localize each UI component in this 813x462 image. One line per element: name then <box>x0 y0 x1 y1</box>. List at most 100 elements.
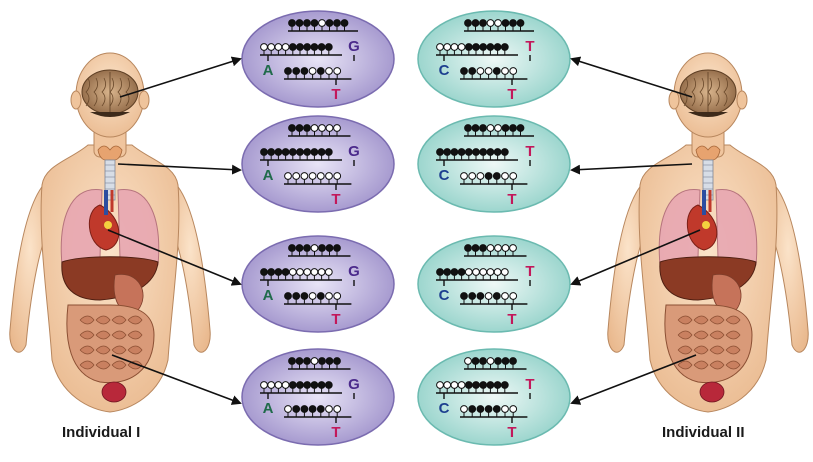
snp-allele-mid: C <box>439 400 450 417</box>
individual-1-body <box>9 52 211 413</box>
filled-lollipop-icon <box>509 19 517 27</box>
methylation-ellipse-I-heart: GAT <box>241 235 395 333</box>
methylation-ellipse-I-intestine: GAT <box>241 348 395 446</box>
filled-lollipop-icon <box>333 244 341 252</box>
open-lollipop-icon <box>324 268 333 276</box>
open-lollipop-icon <box>333 405 342 413</box>
individual-2-body <box>607 52 809 413</box>
filled-lollipop-icon <box>476 292 485 300</box>
open-lollipop-icon <box>472 268 480 276</box>
left-arm <box>607 178 649 353</box>
filled-lollipop-icon <box>509 124 517 132</box>
filled-lollipop-icon <box>260 148 268 156</box>
filled-lollipop-icon <box>492 292 501 300</box>
open-lollipop-icon <box>325 67 333 75</box>
open-lollipop-icon <box>476 172 485 180</box>
filled-lollipop-icon <box>476 405 485 413</box>
filled-lollipop-icon <box>443 148 452 156</box>
filled-lollipop-icon <box>468 405 477 413</box>
filled-lollipop-icon <box>303 357 311 365</box>
open-lollipop-icon <box>501 172 509 180</box>
ellipse-bg <box>241 115 395 213</box>
methylation-ellipse-II-heart: TCT <box>417 235 571 333</box>
open-lollipop-icon <box>450 43 459 51</box>
filled-lollipop-icon <box>324 381 333 389</box>
ear <box>70 90 82 110</box>
filled-lollipop-icon <box>303 19 311 27</box>
snp-allele-top: G <box>348 38 360 55</box>
filled-lollipop-icon <box>316 292 325 300</box>
filled-lollipop-icon <box>501 357 510 365</box>
filled-lollipop-icon <box>303 43 312 51</box>
filled-lollipop-icon <box>325 244 334 252</box>
filled-lollipop-icon <box>479 381 488 389</box>
snp-allele-mid: A <box>263 400 274 417</box>
filled-lollipop-icon <box>436 148 444 156</box>
snp-allele-bottom: T <box>331 311 340 328</box>
filled-lollipop-icon <box>500 381 509 389</box>
open-lollipop-icon <box>464 357 472 365</box>
ear <box>138 90 150 110</box>
open-lollipop-icon <box>325 124 334 132</box>
filled-lollipop-icon <box>468 67 477 75</box>
trachea <box>702 159 714 201</box>
filled-lollipop-icon <box>324 43 333 51</box>
open-lollipop-icon <box>501 67 509 75</box>
filled-lollipop-icon <box>450 148 459 156</box>
filled-lollipop-icon <box>296 381 304 389</box>
open-lollipop-icon <box>509 67 518 75</box>
open-lollipop-icon <box>318 124 326 132</box>
open-lollipop-icon <box>486 124 495 132</box>
snp-allele-top: G <box>348 143 360 160</box>
snp-allele-bottom: T <box>331 191 340 208</box>
right-arm <box>767 178 809 353</box>
open-lollipop-icon <box>310 357 319 365</box>
filled-lollipop-icon <box>325 19 334 27</box>
open-lollipop-icon <box>493 268 502 276</box>
open-lollipop-icon <box>464 268 473 276</box>
filled-lollipop-icon <box>479 19 487 27</box>
filled-lollipop-icon <box>493 43 502 51</box>
snp-allele-mid: A <box>263 167 274 184</box>
filled-lollipop-icon <box>464 244 472 252</box>
filled-lollipop-icon <box>340 19 349 27</box>
filled-lollipop-icon <box>443 268 452 276</box>
trachea <box>104 159 116 201</box>
filled-lollipop-icon <box>464 148 473 156</box>
arrow-icon <box>570 56 693 98</box>
filled-lollipop-icon <box>436 268 444 276</box>
filled-lollipop-icon <box>471 244 480 252</box>
filled-lollipop-icon <box>492 405 501 413</box>
open-lollipop-icon <box>460 405 468 413</box>
open-lollipop-icon <box>494 124 502 132</box>
filled-lollipop-icon <box>486 148 495 156</box>
filled-lollipop-icon <box>274 148 283 156</box>
open-lollipop-icon <box>267 43 276 51</box>
filled-lollipop-icon <box>464 43 473 51</box>
open-lollipop-icon <box>501 292 509 300</box>
filled-lollipop-icon <box>472 148 480 156</box>
open-lollipop-icon <box>484 67 493 75</box>
filled-lollipop-icon <box>267 148 276 156</box>
filled-lollipop-icon <box>303 124 311 132</box>
snp-allele-mid: C <box>439 62 450 79</box>
open-lollipop-icon <box>479 268 488 276</box>
filled-lollipop-icon <box>318 244 326 252</box>
open-lollipop-icon <box>333 172 342 180</box>
open-lollipop-icon <box>281 381 290 389</box>
filled-lollipop-icon <box>468 292 477 300</box>
ellipse-bg <box>241 10 395 108</box>
open-lollipop-icon <box>494 244 502 252</box>
filled-lollipop-icon <box>316 67 325 75</box>
filled-lollipop-icon <box>288 357 296 365</box>
open-lollipop-icon <box>318 19 326 27</box>
filled-lollipop-icon <box>296 43 304 51</box>
filled-lollipop-icon <box>300 405 309 413</box>
open-lollipop-icon <box>310 124 319 132</box>
filled-lollipop-icon <box>288 148 297 156</box>
heart <box>88 204 120 251</box>
ear <box>736 90 748 110</box>
individual-1-label: Individual I <box>62 424 141 441</box>
filled-lollipop-icon <box>325 357 334 365</box>
ellipse-bg <box>241 348 395 446</box>
